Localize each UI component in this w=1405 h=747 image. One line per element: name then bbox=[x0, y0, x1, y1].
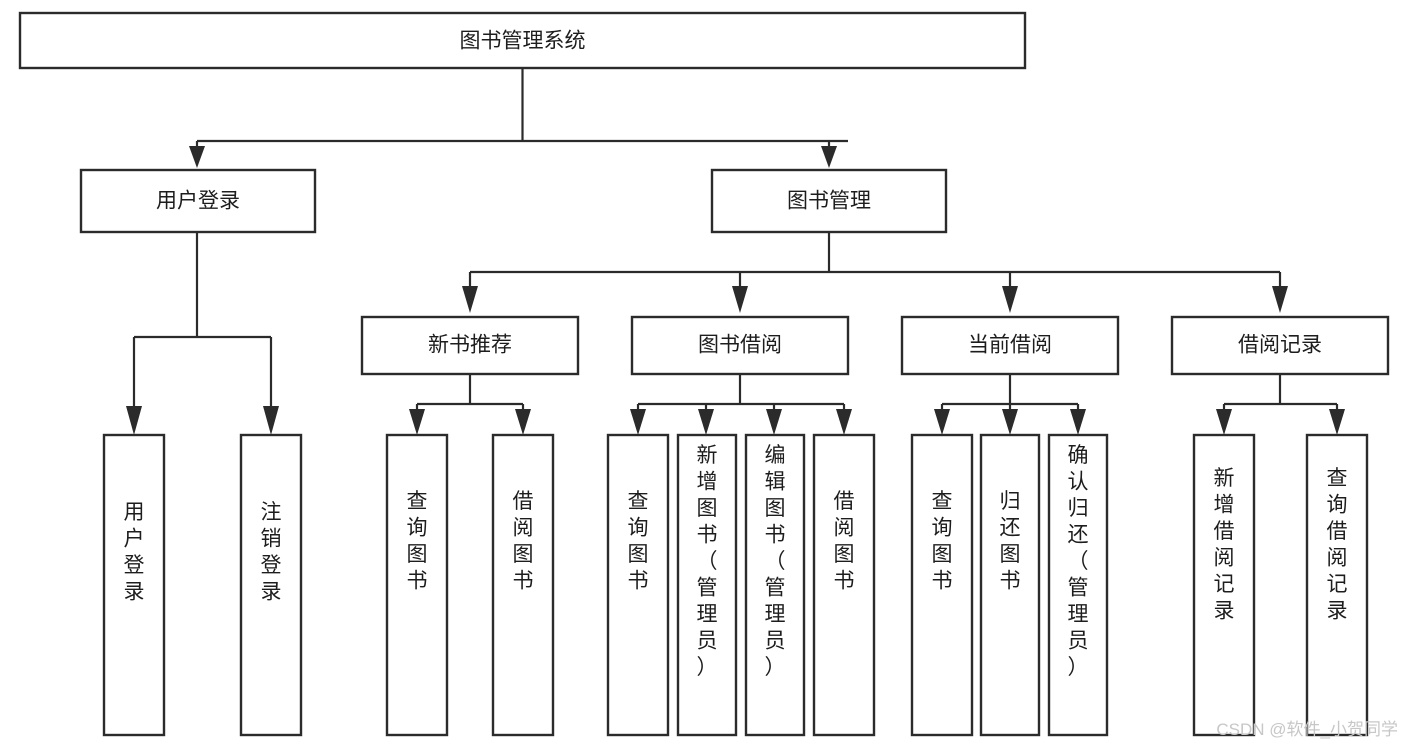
leaf-query-record-label: 查询借阅记录 bbox=[1327, 467, 1348, 623]
leaf-query-book-2-box[interactable] bbox=[606, 433, 670, 737]
leaf-user-login[interactable]: 用户登录 bbox=[102, 433, 166, 737]
node-borrow-record[interactable]: 借阅记录 bbox=[1170, 315, 1390, 376]
node-book-management-box[interactable] bbox=[710, 168, 948, 234]
node-root-label: 图书管理系统 bbox=[460, 30, 586, 53]
node-book-management-label: 图书管理 bbox=[787, 190, 871, 213]
arrow-cb-leaf2 bbox=[1002, 409, 1018, 435]
leaf-query-book-3-box[interactable] bbox=[910, 433, 974, 737]
leaf-query-book-3[interactable]: 查询图书 bbox=[910, 433, 974, 737]
arrow-to-user-login bbox=[189, 146, 205, 168]
arrow-to-current-borrow bbox=[1002, 286, 1018, 313]
leaf-query-book-2-label: 查询图书 bbox=[628, 490, 649, 593]
leaf-query-record-box[interactable] bbox=[1305, 433, 1369, 737]
leaf-return-book[interactable]: 归还图书 bbox=[979, 433, 1041, 737]
arrow-cb-leaf3 bbox=[1070, 409, 1086, 435]
leaf-logout-login[interactable]: 注销登录 bbox=[239, 433, 303, 737]
arrow-to-borrow-record bbox=[1272, 286, 1288, 313]
leaf-borrow-book-1[interactable]: 借阅图书 bbox=[491, 433, 555, 737]
leaf-add-book-box[interactable] bbox=[676, 433, 738, 737]
arrow-nb-leaf2 bbox=[515, 409, 531, 435]
node-current-borrow[interactable]: 当前借阅 bbox=[900, 315, 1120, 376]
node-user-login-label: 用户登录 bbox=[156, 190, 240, 213]
leaf-borrow-book-2-label: 借阅图书 bbox=[834, 490, 855, 593]
leaf-edit-book-box[interactable] bbox=[744, 433, 806, 737]
node-current-borrow-box[interactable] bbox=[900, 315, 1120, 376]
leaf-user-login-label: 用户登录 bbox=[124, 501, 145, 604]
arrow-to-book-management bbox=[821, 146, 837, 168]
arrow-bb-leaf2 bbox=[698, 409, 714, 435]
node-new-book-recommend-label: 新书推荐 bbox=[428, 334, 512, 357]
leaf-query-book-2[interactable]: 查询图书 bbox=[606, 433, 670, 737]
leaf-borrow-book-1-box[interactable] bbox=[491, 433, 555, 737]
leaf-return-book-box[interactable] bbox=[979, 433, 1041, 737]
node-root[interactable]: 图书管理系统 bbox=[18, 11, 1027, 70]
node-new-book-recommend[interactable]: 新书推荐 bbox=[360, 315, 580, 376]
arrow-nb-leaf1 bbox=[409, 409, 425, 435]
leaf-logout-login-box[interactable] bbox=[239, 433, 303, 737]
watermark: CSDN @软件_小贺同学 bbox=[1216, 720, 1398, 739]
leaf-edit-book[interactable]: 编辑图书（管理员） bbox=[744, 433, 806, 737]
leaf-query-record[interactable]: 查询借阅记录 bbox=[1305, 433, 1369, 737]
arrow-ul-leaf1 bbox=[126, 406, 142, 435]
node-book-borrow[interactable]: 图书借阅 bbox=[630, 315, 850, 376]
arrow-bb-leaf3 bbox=[766, 409, 782, 435]
leaf-add-book-label: 新增图书（管理员） bbox=[697, 444, 718, 679]
leaf-borrow-book-2[interactable]: 借阅图书 bbox=[812, 433, 876, 737]
node-book-borrow-label: 图书借阅 bbox=[698, 334, 782, 357]
leaf-return-book-label: 归还图书 bbox=[1000, 490, 1021, 593]
leaf-confirm-return-label: 确认归还（管理员） bbox=[1068, 444, 1089, 679]
node-borrow-record-box[interactable] bbox=[1170, 315, 1390, 376]
edge-layer bbox=[126, 68, 1345, 435]
arrow-cb-leaf1 bbox=[934, 409, 950, 435]
node-borrow-record-label: 借阅记录 bbox=[1238, 334, 1322, 357]
leaf-query-book-1-box[interactable] bbox=[385, 433, 449, 737]
node-user-login[interactable]: 用户登录 bbox=[79, 168, 317, 234]
leaf-query-book-1[interactable]: 查询图书 bbox=[385, 433, 449, 737]
node-current-borrow-label: 当前借阅 bbox=[968, 334, 1052, 357]
node-book-management[interactable]: 图书管理 bbox=[710, 168, 948, 234]
leaf-user-login-box[interactable] bbox=[102, 433, 166, 737]
arrow-br-leaf1 bbox=[1216, 409, 1232, 435]
arrow-bb-leaf4 bbox=[836, 409, 852, 435]
arrow-to-book-borrow bbox=[732, 286, 748, 313]
node-root-box[interactable] bbox=[18, 11, 1027, 70]
leaf-query-book-3-label: 查询图书 bbox=[932, 490, 953, 593]
arrow-ul-leaf2 bbox=[263, 406, 279, 435]
node-user-login-box[interactable] bbox=[79, 168, 317, 234]
arrow-bb-leaf1 bbox=[630, 409, 646, 435]
arrow-br-leaf2 bbox=[1329, 409, 1345, 435]
leaf-add-record-box[interactable] bbox=[1192, 433, 1256, 737]
leaf-logout-login-label: 注销登录 bbox=[261, 501, 282, 604]
leaf-borrow-book-2-box[interactable] bbox=[812, 433, 876, 737]
leaf-add-record-label: 新增借阅记录 bbox=[1214, 467, 1235, 623]
node-book-borrow-box[interactable] bbox=[630, 315, 850, 376]
leaf-confirm-return[interactable]: 确认归还（管理员） bbox=[1047, 433, 1109, 737]
leaf-add-book[interactable]: 新增图书（管理员） bbox=[676, 433, 738, 737]
leaf-query-book-1-label: 查询图书 bbox=[407, 490, 428, 593]
leaf-confirm-return-box[interactable] bbox=[1047, 433, 1109, 737]
leaf-edit-book-label: 编辑图书（管理员） bbox=[765, 444, 786, 679]
leaf-borrow-book-1-label: 借阅图书 bbox=[513, 490, 534, 593]
leaf-add-record[interactable]: 新增借阅记录 bbox=[1192, 433, 1256, 737]
arrow-to-new-book bbox=[462, 286, 478, 313]
node-new-book-recommend-box[interactable] bbox=[360, 315, 580, 376]
